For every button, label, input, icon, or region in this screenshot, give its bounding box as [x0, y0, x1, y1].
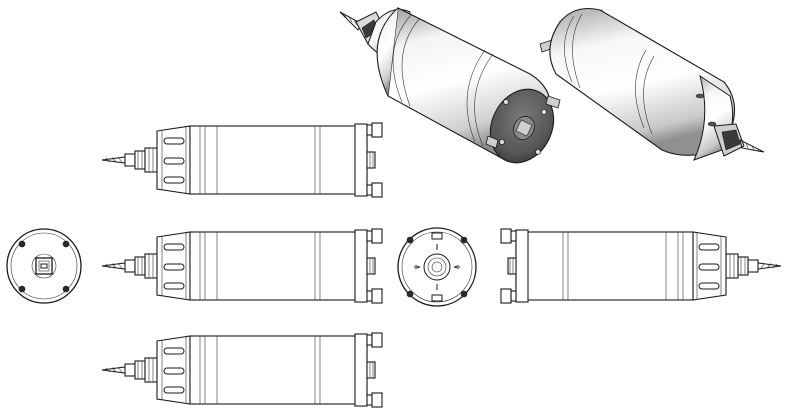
iso-view-back [539, 7, 765, 161]
iso-view-front [339, 7, 561, 164]
elevation-rear [500, 228, 782, 304]
end-view-left [6, 228, 82, 304]
elevation-top [101, 122, 383, 198]
elevation-bottom [101, 332, 383, 408]
end-view-right [397, 227, 477, 307]
elevation-front [101, 228, 383, 304]
